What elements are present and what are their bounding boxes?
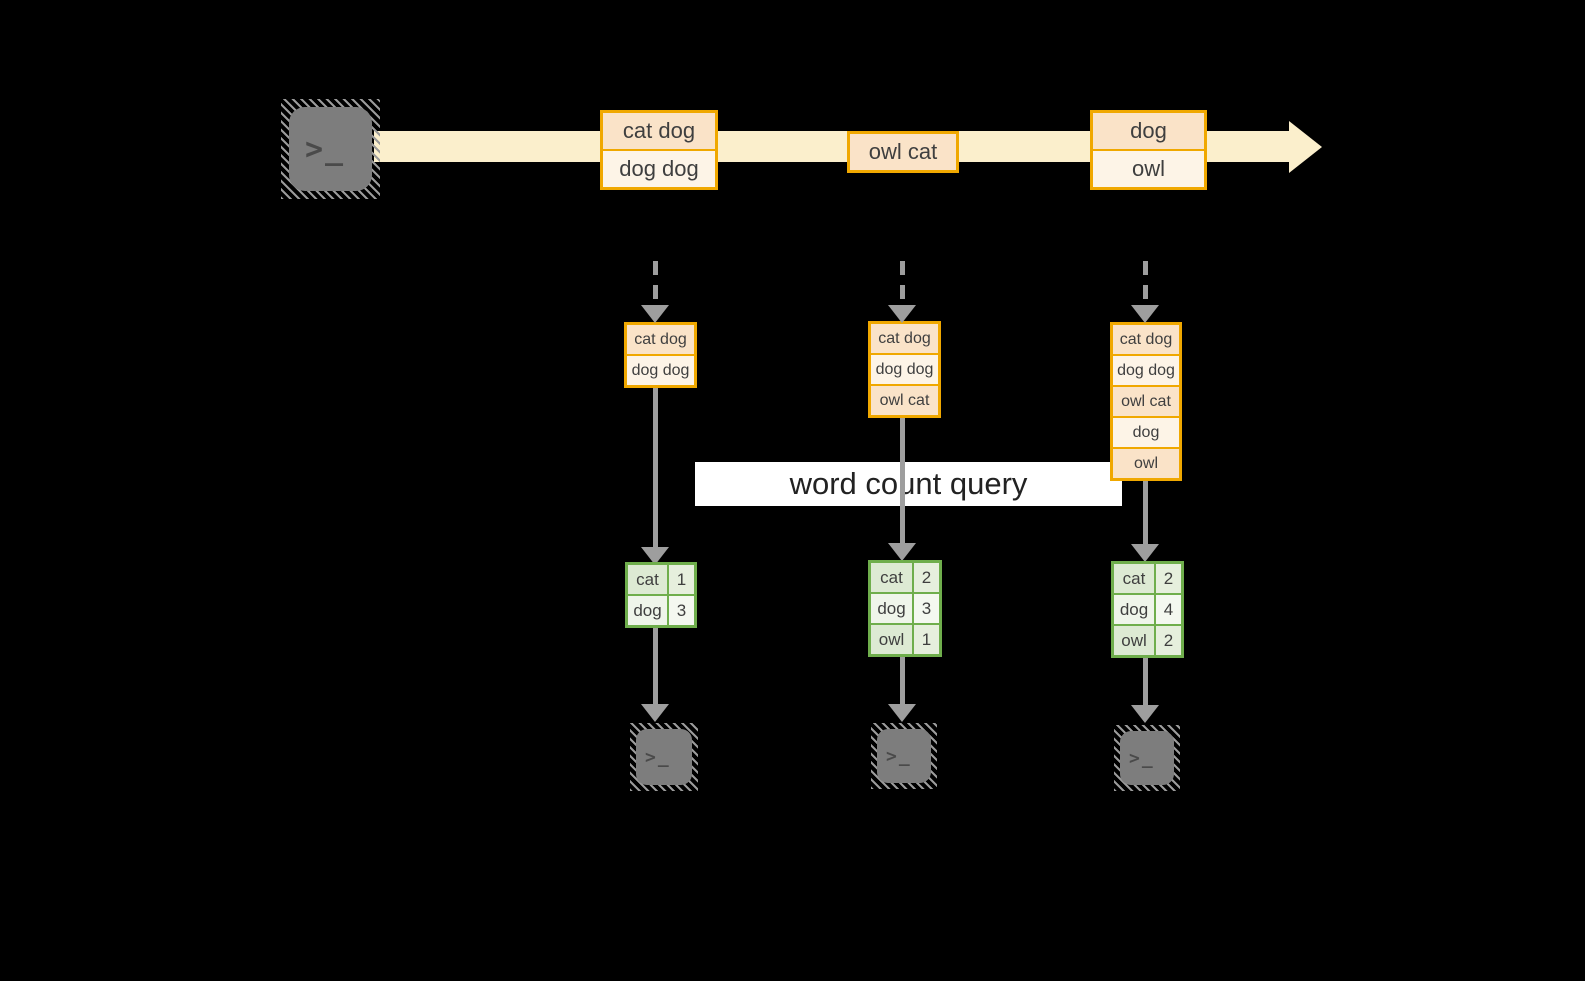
arrowhead-icon [641,547,669,565]
dashed-arrowhead-icon [641,305,669,323]
table-cell-word: dog [628,596,667,625]
terminal-prompt-icon: >_ [305,131,346,167]
dashed-arrowhead-icon [888,305,916,323]
stream-record: dog [1093,113,1204,149]
terminal-sink-icon-1: >_ [630,723,698,791]
state-record: dog [1113,416,1179,447]
state-record: dog dog [1113,354,1179,385]
state-record: owl cat [1113,385,1179,416]
state-record: cat dog [871,324,938,353]
stream-record: owl [1093,149,1204,187]
stream-record: owl cat [850,134,956,170]
stream-record: cat dog [603,113,715,149]
table-cell-count: 3 [667,596,694,625]
state-record: dog dog [627,354,694,385]
state-record: owl cat [871,384,938,415]
table-cell-count: 2 [1154,564,1181,593]
arrow-shaft [900,418,905,543]
arrow-shaft [1143,481,1148,544]
state-record: owl [1113,447,1179,478]
stream-record-box-2: owl cat [847,131,959,173]
table-row: dog 3 [628,594,694,625]
arrowhead-icon [1131,705,1159,723]
table-cell-count: 2 [1154,626,1181,655]
state-box-3: cat dog dog dog owl cat dog owl [1110,322,1182,481]
state-box-2: cat dog dog dog owl cat [868,321,941,418]
terminal-prompt-icon: >_ [886,745,912,767]
stream-arrowhead-icon [1289,121,1322,173]
arrowhead-icon [888,543,916,561]
state-record: cat dog [627,325,694,354]
table-cell-count: 3 [912,594,939,623]
table-cell-count: 1 [912,625,939,654]
arrowhead-icon [641,704,669,722]
dashed-arrow-shaft [900,261,905,305]
table-row: cat 2 [1114,564,1181,593]
table-cell-word: cat [1114,564,1154,593]
table-cell-count: 1 [667,565,694,594]
word-count-table-1: cat 1 dog 3 [625,562,697,628]
stream-record-box-1: cat dog dog dog [600,110,718,190]
table-row: cat 2 [871,563,939,592]
state-box-1: cat dog dog dog [624,322,697,388]
table-cell-word: cat [628,565,667,594]
table-row: dog 4 [1114,593,1181,624]
table-cell-word: owl [1114,626,1154,655]
dashed-arrowhead-icon [1131,305,1159,323]
terminal-screen: >_ [877,729,931,783]
state-record: cat dog [1113,325,1179,354]
table-row: cat 1 [628,565,694,594]
terminal-sink-icon-3: >_ [1114,725,1180,791]
word-count-table-3: cat 2 dog 4 owl 2 [1111,561,1184,658]
table-cell-word: dog [1114,595,1154,624]
arrow-shaft [653,388,658,547]
terminal-prompt-icon: >_ [1129,747,1155,769]
table-cell-count: 2 [912,563,939,592]
terminal-screen: >_ [1120,731,1174,785]
arrowhead-icon [888,704,916,722]
arrow-shaft [1143,657,1148,705]
table-cell-word: owl [871,625,912,654]
table-cell-word: dog [871,594,912,623]
table-row: owl 1 [871,623,939,654]
terminal-screen: >_ [289,107,372,191]
table-row: owl 2 [1114,624,1181,655]
table-cell-count: 4 [1154,595,1181,624]
dashed-arrow-shaft [653,261,658,305]
terminal-screen: >_ [636,729,692,785]
terminal-prompt-icon: >_ [645,746,671,768]
word-count-query-label: word count query [695,462,1122,506]
table-cell-word: cat [871,563,912,592]
word-count-table-2: cat 2 dog 3 owl 1 [868,560,942,657]
terminal-sink-icon-2: >_ [871,723,937,789]
arrow-shaft [900,657,905,704]
stream-record: dog dog [603,149,715,187]
arrowhead-icon [1131,544,1159,562]
state-record: dog dog [871,353,938,384]
table-row: dog 3 [871,592,939,623]
dashed-arrow-shaft [1143,261,1148,305]
stream-record-box-3: dog owl [1090,110,1207,190]
terminal-source-icon: >_ [281,99,380,199]
arrow-shaft [653,628,658,704]
